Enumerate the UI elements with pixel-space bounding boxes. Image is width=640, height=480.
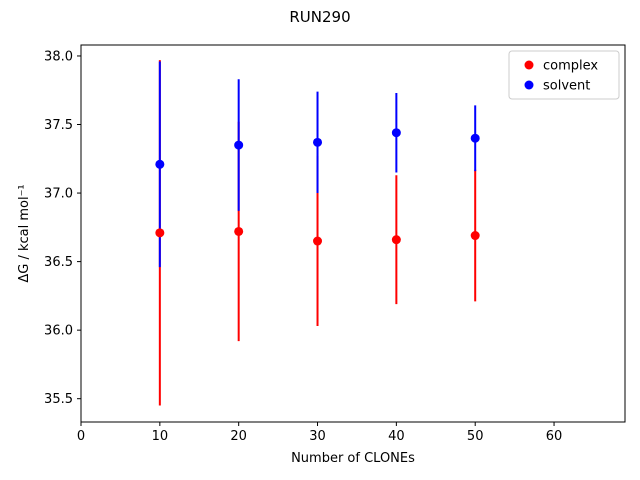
point-solvent-50 [470,133,480,143]
y-tick-label: 35.5 [44,392,73,407]
x-tick-label: 60 [546,429,563,444]
legend-marker-solvent [524,80,534,90]
x-tick-label: 40 [388,429,405,444]
x-tick-label: 0 [77,429,85,444]
y-tick-label: 36.0 [44,324,73,339]
point-complex-20 [234,226,244,236]
x-tick-label: 50 [467,429,484,444]
point-complex-30 [313,236,323,246]
plot-frame [80,44,626,423]
y-tick-label: 37.0 [44,187,73,202]
point-complex-10 [155,228,165,238]
legend: complex solvent [508,50,620,100]
point-solvent-30 [313,137,323,147]
point-solvent-20 [234,140,244,150]
x-axis-label: Number of CLONEs [291,451,415,466]
legend-label-solvent: solvent [543,79,590,94]
x-tick-label: 10 [152,429,169,444]
y-tick-label: 37.5 [44,118,73,133]
y-axis-label: ΔG / kcal mol⁻¹ [17,184,32,282]
legend-label-complex: complex [543,59,598,74]
x-tick-label: 30 [309,429,326,444]
point-complex-50 [470,231,480,241]
y-axis: 35.5 36.0 36.5 37.0 37.5 38.0 [44,49,81,407]
point-complex-40 [391,235,401,245]
point-solvent-40 [391,128,401,138]
point-solvent-10 [155,159,165,169]
chart-title: RUN290 [289,8,350,26]
y-tick-label: 38.0 [44,49,73,64]
x-tick-label: 20 [230,429,247,444]
plot-content [155,60,480,406]
legend-box [508,50,620,100]
x-axis: 0 10 20 30 40 50 60 [77,422,562,444]
legend-marker-complex [524,60,534,70]
y-tick-label: 36.5 [44,255,73,270]
